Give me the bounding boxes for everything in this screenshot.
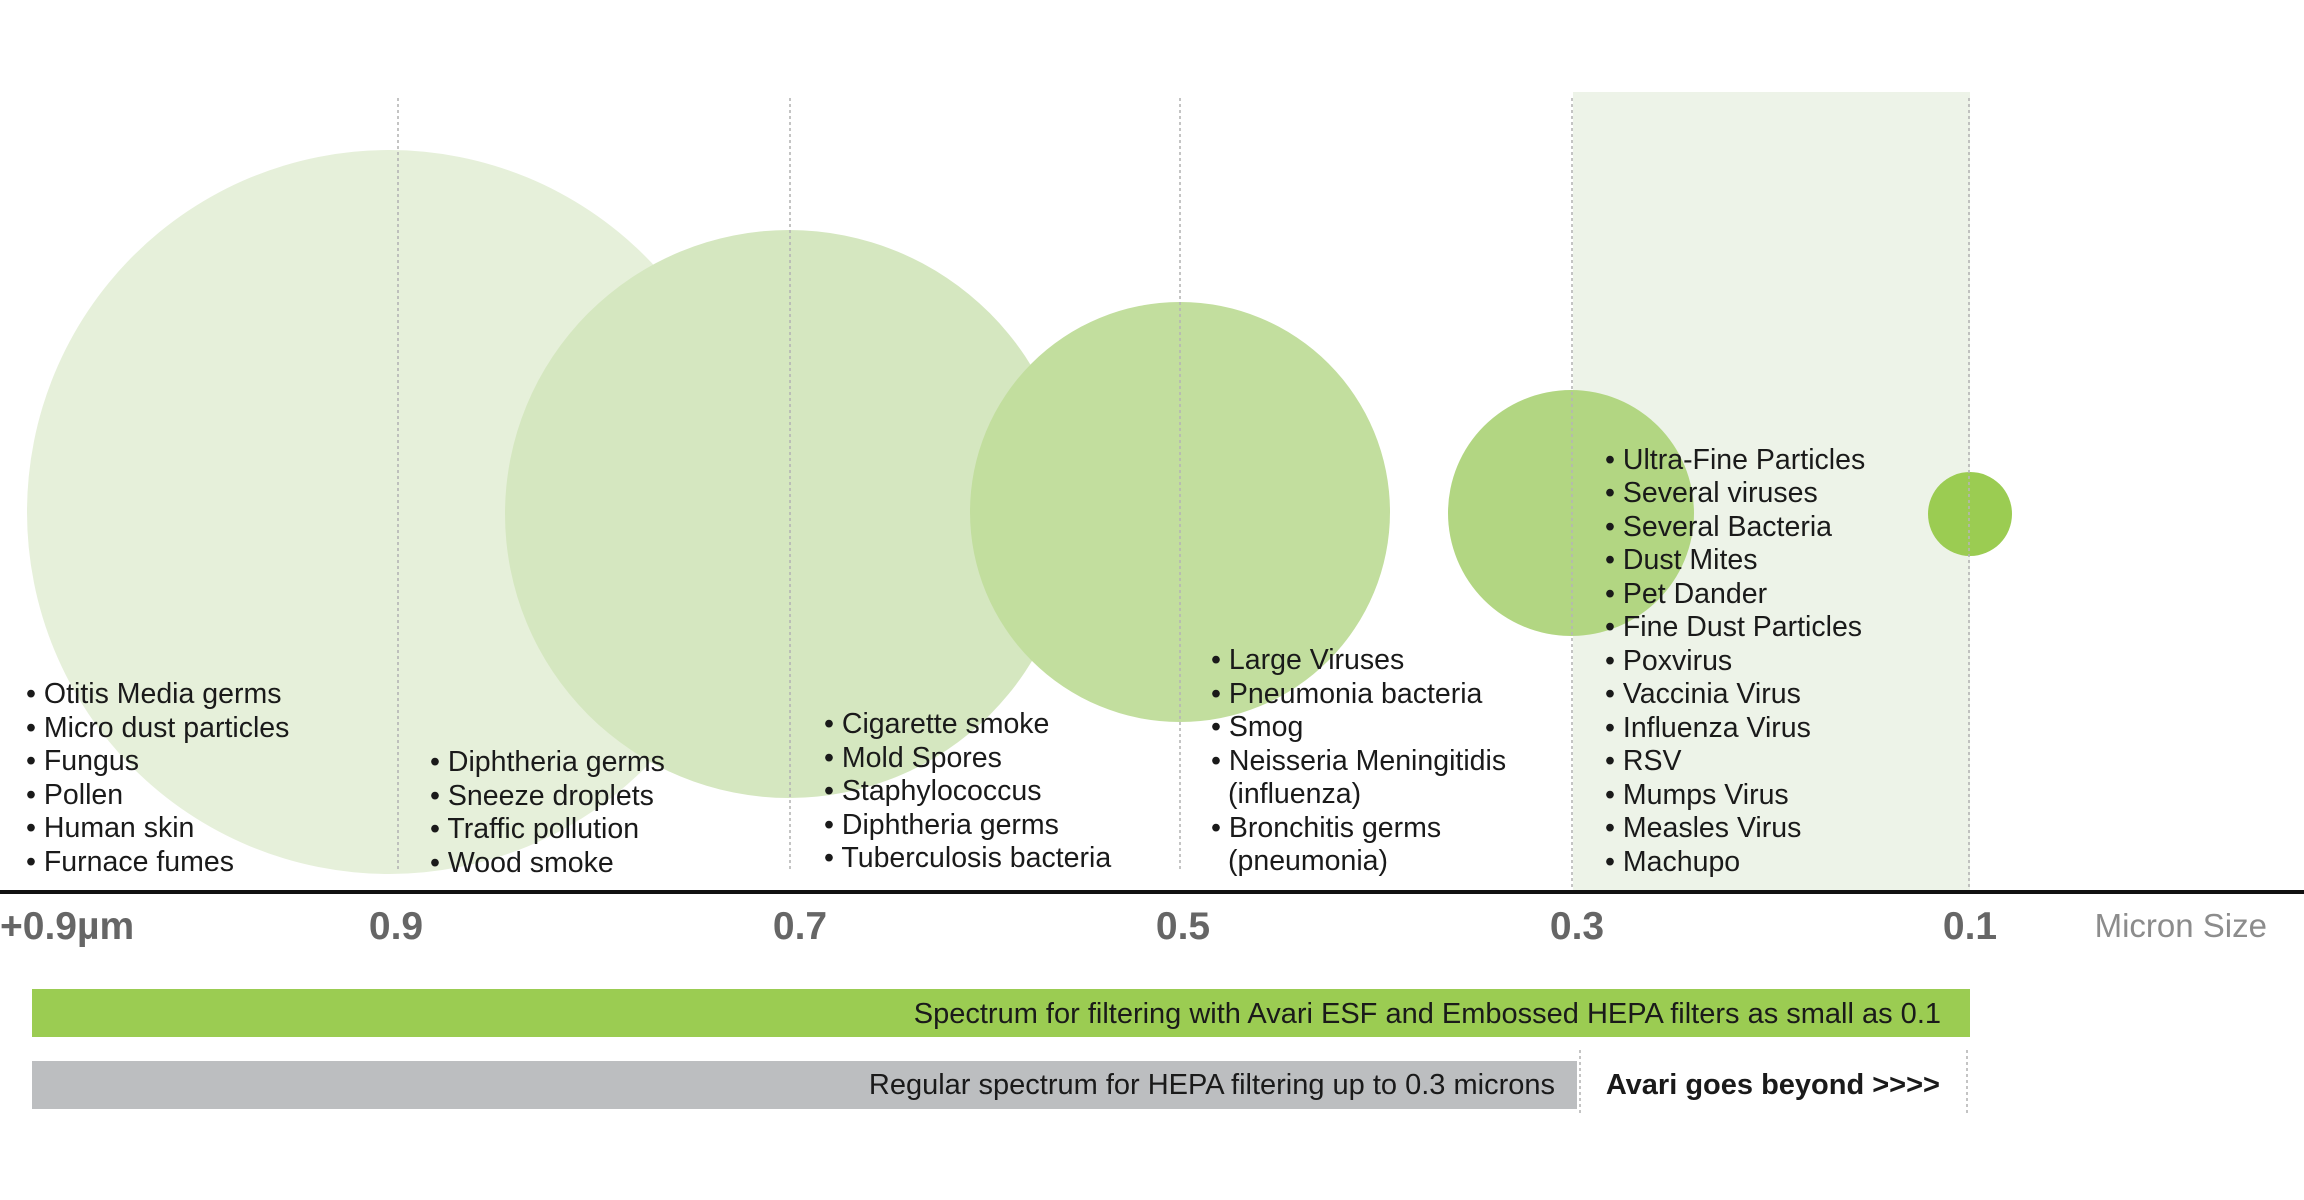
particle-list-0-5: • Large Viruses • Pneumonia bacteria • S… xyxy=(1211,644,1514,877)
particle-item: (influenza) xyxy=(1228,778,1361,810)
particle-item: • Wood smoke xyxy=(430,847,614,879)
particle-item: • Dust Mites xyxy=(1605,544,1758,576)
particle-item: • Mold Spores xyxy=(824,742,1002,774)
size-dividers xyxy=(397,98,1970,1115)
avari-spectrum-label: Spectrum for filtering with Avari ESF an… xyxy=(914,998,1941,1030)
particle-item: • Tuberculosis bacteria xyxy=(824,842,1111,874)
particle-item: • Large Viruses xyxy=(1211,644,1404,676)
particle-item: • Smog xyxy=(1211,711,1303,743)
particle-item: • Machupo xyxy=(1605,846,1740,878)
particle-item: • RSV xyxy=(1605,745,1682,777)
avari-spectrum-band xyxy=(32,989,1970,1037)
particle-item: • Furnace fumes xyxy=(26,846,234,878)
particle-item: • Traffic pollution xyxy=(430,813,639,845)
particle-item: • Sneeze droplets xyxy=(430,780,654,812)
bubble-0-9 xyxy=(505,230,1073,798)
particle-item: • Fungus xyxy=(26,745,139,777)
particle-list-0-3: • Ultra-Fine Particles • Several viruses… xyxy=(1605,444,1873,878)
particle-item: • Micro dust particles xyxy=(26,712,289,744)
particle-item: • Staphylococcus xyxy=(824,775,1042,807)
particle-list-0-9: • Diphtheria germs • Sneeze droplets • T… xyxy=(430,746,673,879)
axis-title: Micron Size xyxy=(2095,907,2267,944)
bubble-0-5 xyxy=(1448,390,1694,636)
particle-item: • Otitis Media germs xyxy=(26,678,281,710)
tick-label: 0.5 xyxy=(1156,905,1210,948)
axis-ticks: +0.9µm 0.9 0.7 0.5 0.3 0.1 xyxy=(0,905,1997,948)
particle-item: • Pet Dander xyxy=(1605,578,1768,610)
regular-hepa-label: Regular spectrum for HEPA filtering up t… xyxy=(869,1069,1555,1101)
avari-beyond-label: Avari goes beyond >>>> xyxy=(1606,1069,1940,1101)
tick-label: 0.9 xyxy=(369,905,423,948)
particle-item: • Poxvirus xyxy=(1605,645,1732,677)
particle-item: • Influenza Virus xyxy=(1605,712,1811,744)
particle-item: • Several viruses xyxy=(1605,477,1818,509)
particle-item: • Cigarette smoke xyxy=(824,708,1049,740)
particle-item: • Ultra-Fine Particles xyxy=(1605,444,1865,476)
particle-item: • Diphtheria germs xyxy=(824,809,1059,841)
tick-label: +0.9µm xyxy=(0,905,134,948)
particle-item: • Mumps Virus xyxy=(1605,779,1789,811)
particle-item: • Bronchitis germs xyxy=(1211,812,1441,844)
particle-item: (pneumonia) xyxy=(1228,845,1388,877)
particle-item: • Several Bacteria xyxy=(1605,511,1832,543)
particle-item: • Vaccinia Virus xyxy=(1605,678,1801,710)
tick-label: 0.1 xyxy=(1943,905,1997,948)
particle-item: • Pollen xyxy=(26,779,123,811)
particle-bubbles xyxy=(27,150,2012,874)
particle-item: • Neisseria Meningitidis xyxy=(1211,745,1506,777)
particle-item: • Pneumonia bacteria xyxy=(1211,678,1483,710)
tick-label: 0.3 xyxy=(1550,905,1604,948)
regular-hepa-band xyxy=(32,1061,1577,1109)
particle-item: • Diphtheria germs xyxy=(430,746,665,778)
particle-list-0-7: • Cigarette smoke • Mold Spores • Staphy… xyxy=(824,708,1111,874)
tick-label: 0.7 xyxy=(773,905,827,948)
particle-item: • Measles Virus xyxy=(1605,812,1801,844)
particle-item: • Fine Dust Particles xyxy=(1605,611,1862,643)
particle-list-plus-0-9: • Otitis Media germs • Micro dust partic… xyxy=(26,678,297,878)
bubble-0-3 xyxy=(1928,472,2012,556)
particle-item: • Human skin xyxy=(26,812,194,844)
